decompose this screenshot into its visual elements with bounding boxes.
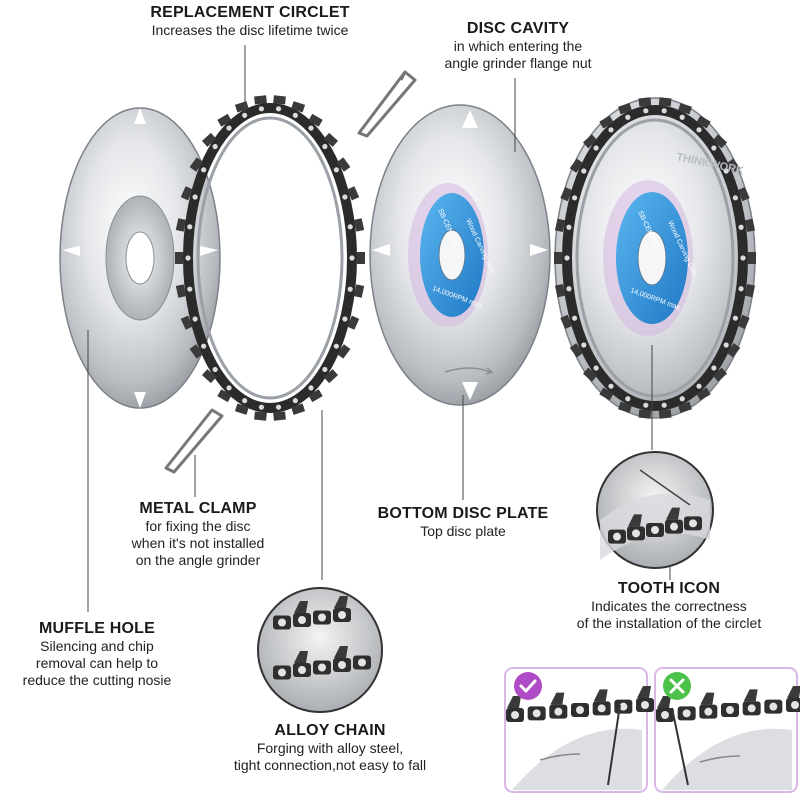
metal-clamp-wire-top (357, 70, 417, 138)
metal-clamp-desc-1: for fixing the disc (145, 518, 251, 534)
alloy-chain-zoom (257, 587, 383, 713)
assembled-disc (554, 97, 756, 419)
left-disc-plate (59, 107, 221, 409)
assembled-chain-ring (554, 97, 756, 419)
label-tooth-icon: TOOTH ICON Indicates the correctness of … (540, 580, 798, 632)
tooth-icon-title: TOOTH ICON (617, 580, 721, 597)
replacement-circlet-title: REPLACEMENT CIRCLET (150, 4, 350, 21)
alloy-chain-desc-2: tight connection,not easy to fall (233, 757, 427, 773)
replacement-circlet-chain (175, 95, 365, 421)
tooth-icon-desc-2: of the installation of the circlet (576, 615, 762, 631)
metal-clamp-title: METAL CLAMP (139, 500, 257, 517)
muffle-hole-title: MUFFLE HOLE (39, 620, 155, 637)
label-muffle-hole: MUFFLE HOLE Silencing and chip removal c… (2, 620, 192, 689)
alloy-chain-title: ALLOY CHAIN (274, 722, 386, 739)
metal-clamp-wire-bottom (164, 408, 224, 474)
metal-clamp-desc-2: when it's not installed (131, 535, 265, 551)
label-replacement-circlet: REPLACEMENT CIRCLET Increases the disc l… (118, 4, 382, 39)
disc-cavity-desc-2: angle grinder flange nut (444, 55, 592, 71)
install-example-incorrect (654, 667, 800, 793)
bottom-disc-plate (369, 104, 551, 406)
check-icon (514, 672, 542, 700)
disc-cavity-desc-1: in which entering the (453, 38, 583, 54)
replacement-circlet-desc-1: Increases the disc lifetime twice (151, 22, 349, 38)
tooth-icon-desc-1: Indicates the correctness (591, 598, 747, 614)
disc-cavity-title: DISC CAVITY (466, 20, 570, 37)
bottom-disc-plate-desc-1: Top disc plate (420, 523, 506, 539)
label-bottom-disc-plate: BOTTOM DISC PLATE Top disc plate (348, 505, 578, 540)
label-disc-cavity: DISC CAVITY in which entering the angle … (408, 20, 628, 72)
bottom-disc-plate-title: BOTTOM DISC PLATE (377, 505, 549, 522)
tooth-icon-zoom (596, 451, 714, 569)
x-icon (663, 672, 691, 700)
install-example-correct (504, 667, 654, 793)
muffle-hole-desc-1: Silencing and chip (40, 638, 154, 654)
label-alloy-chain: ALLOY CHAIN Forging with alloy steel, ti… (200, 722, 460, 774)
label-metal-clamp: METAL CLAMP for fixing the disc when it'… (98, 500, 298, 569)
alloy-chain-desc-1: Forging with alloy steel, (256, 740, 404, 756)
muffle-hole-desc-2: removal can help to (35, 655, 159, 671)
leader-lines (87, 45, 671, 612)
muffle-hole-desc-3: reduce the cutting nosie (22, 672, 172, 688)
metal-clamp-desc-3: on the angle grinder (135, 552, 261, 568)
